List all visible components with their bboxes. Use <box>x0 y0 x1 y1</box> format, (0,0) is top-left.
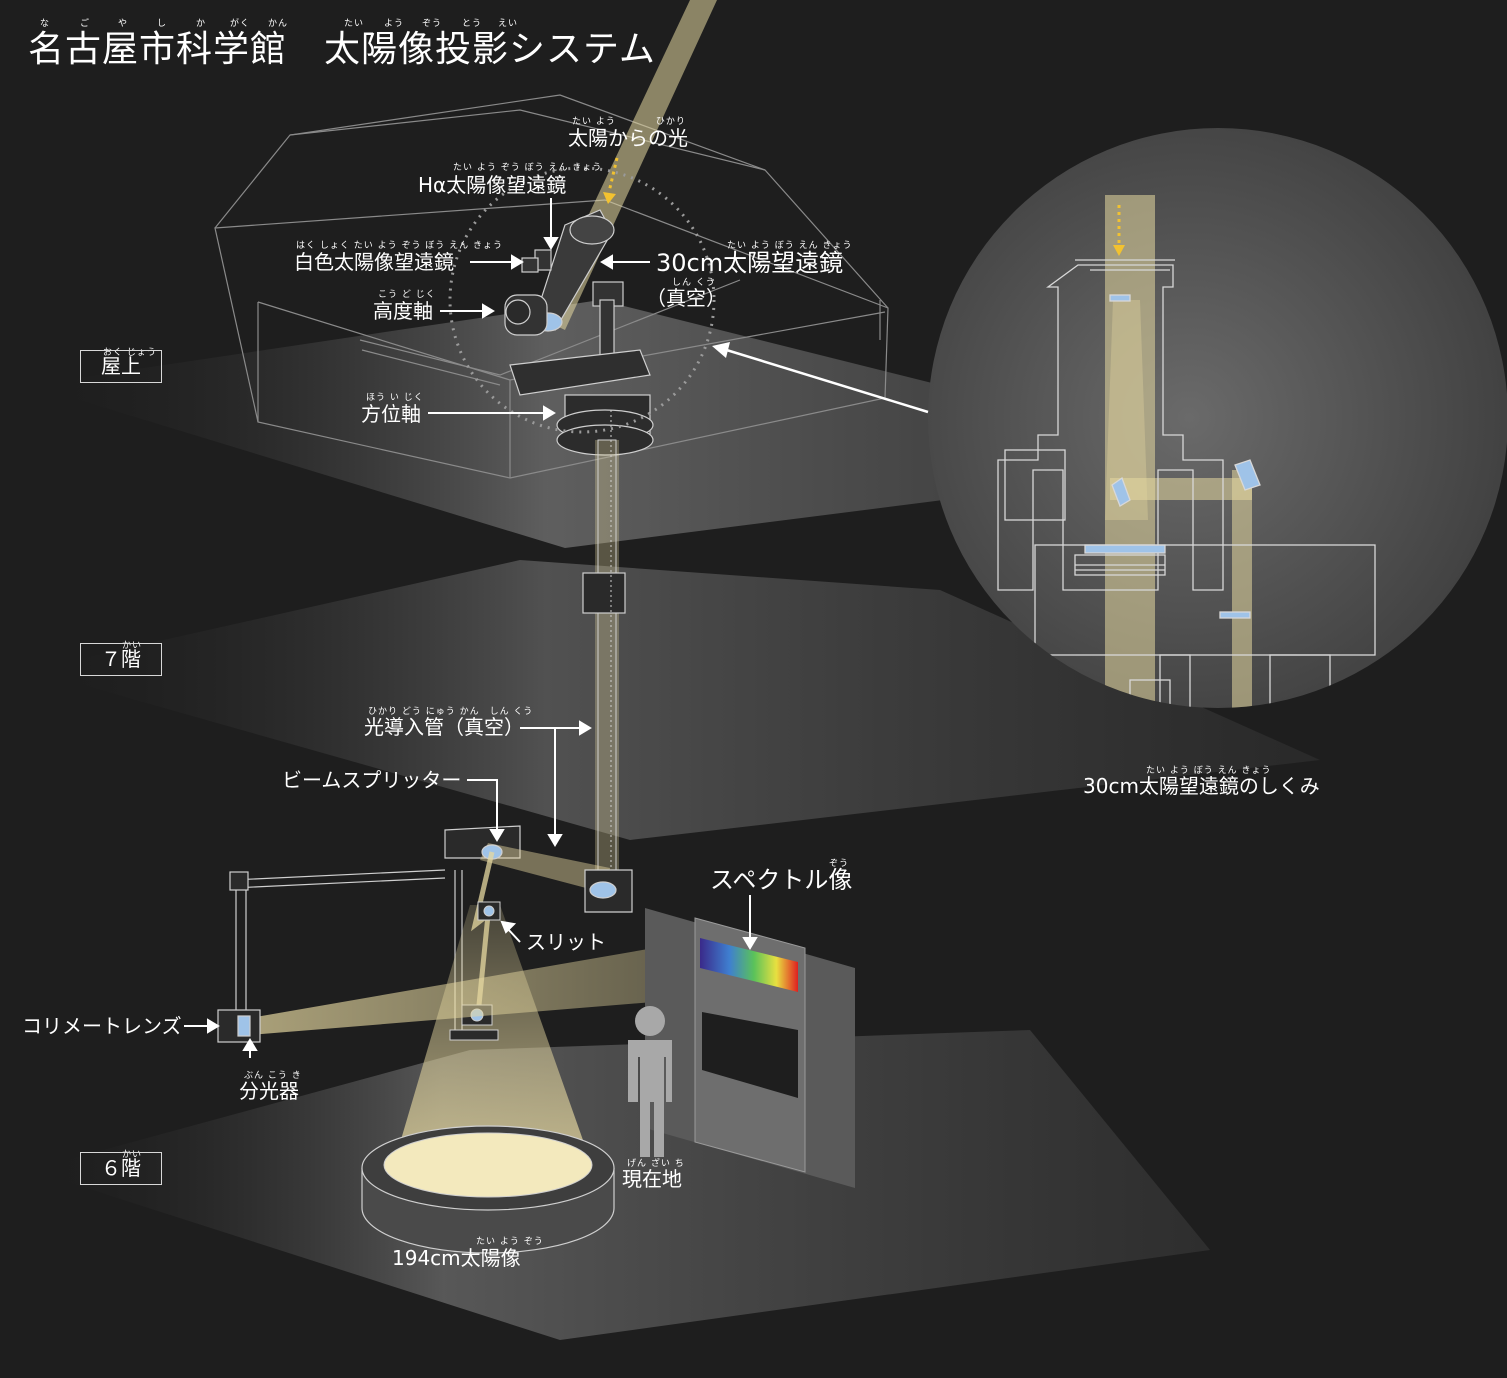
label-vacuum: （真空） <box>646 286 726 310</box>
sunimage-ruby: たい よう ぞう <box>476 1237 544 1247</box>
label-30cm-mechanism: 30cm太陽望遠鏡のしくみ <box>1083 774 1320 798</box>
halpha-ruby: たい よう ぞう ぼう えん きょう <box>453 163 603 173</box>
leader-lines <box>184 198 758 1058</box>
spectrum-wall <box>645 908 855 1188</box>
title-ruby-6: がく <box>230 19 251 29</box>
person-silhouette <box>628 1006 672 1157</box>
floor-label-rooftop: 屋上 <box>80 350 162 383</box>
label-collimator-lens: コリメートレンズ <box>22 1014 182 1038</box>
floor-seventh-ruby: かい <box>122 641 143 651</box>
label-194cm-sun-image: 194cm太陽像 <box>392 1246 521 1270</box>
scope30-ruby: たい よう ぼう えん きょう <box>727 241 853 251</box>
label-slit: スリット <box>526 930 606 954</box>
seventh-floor <box>30 560 1320 840</box>
spectrum-ruby: ぞう <box>829 859 850 869</box>
label-spectrum-image: スペクトル像 <box>710 866 853 894</box>
page-title: 名古屋市科学館 太陽像投影システム <box>28 29 656 70</box>
altitude-ruby: こう ど じく <box>378 290 436 300</box>
title-ruby-2: ご <box>80 19 91 29</box>
floor-sixth-ruby: かい <box>122 1150 143 1160</box>
sixth-floor <box>30 1030 1210 1340</box>
spectrum-image <box>700 938 798 992</box>
here-ruby: げん ざい ち <box>627 1159 685 1169</box>
telescope-highlight-circle <box>448 166 716 434</box>
sunlight-dotted-arrow <box>603 157 1125 256</box>
title-ruby-5: か <box>196 19 207 29</box>
title-ruby-4: し <box>157 19 168 29</box>
title-ruby-3: や <box>118 19 129 29</box>
title-ruby-12: えい <box>498 19 519 29</box>
mechanism-ruby: たい よう ぼう えん きょう <box>1146 766 1272 776</box>
vacuum-ruby: しん くう <box>672 278 716 288</box>
mechanism-inset <box>928 128 1507 708</box>
label-altitude-axis: 高度軸 <box>373 299 433 323</box>
lightpipe-ruby: ひかり どう にゅう かん しん くう <box>368 707 534 717</box>
lower-optics <box>229 825 633 1030</box>
title-ruby-10: ぞう <box>422 19 443 29</box>
inset-pointer-line <box>719 346 929 414</box>
spectrograph-ruby: ぶん こう き <box>244 1071 302 1081</box>
label-halpha-telescope: Hα太陽像望遠鏡 <box>418 173 567 197</box>
sunlight-ruby: たい よう ひかり <box>572 117 686 127</box>
inset-pointer-arrowhead <box>712 342 730 358</box>
label-30cm-telescope: 30cm太陽望遠鏡 <box>656 249 844 277</box>
title-ruby-1: な <box>40 19 51 29</box>
white-ruby: はく しょく たい よう ぞう ぼう えん きょう <box>296 241 504 251</box>
label-spectrograph: 分光器 <box>239 1079 299 1103</box>
sun-image-disc <box>361 1125 615 1254</box>
label-light-pipe: 光導入管（真空） <box>364 715 524 739</box>
label-azimuth-axis: 方位軸 <box>361 402 421 426</box>
label-sunlight: 太陽からの光 <box>568 126 688 150</box>
label-beam-splitter: ビームスプリッター <box>282 768 462 792</box>
floor-label-sixth: ６階 <box>80 1152 162 1185</box>
title-ruby-8: たい <box>344 19 365 29</box>
label-white-light-telescope: 白色太陽像望遠鏡 <box>294 250 454 274</box>
telescope-assembly <box>504 209 654 456</box>
label-current-location: 現在地 <box>622 1167 682 1191</box>
title-ruby-7: かん <box>268 19 289 29</box>
collimator-box <box>217 1009 261 1043</box>
title-ruby-9: よう <box>384 19 405 29</box>
light-pipe <box>582 410 626 871</box>
floor-label-seventh: ７階 <box>80 643 162 676</box>
azimuth-ruby: ほう い じく <box>366 393 424 403</box>
title-ruby-11: とう <box>462 19 483 29</box>
floor-rooftop-ruby: おく じょう <box>103 348 157 358</box>
